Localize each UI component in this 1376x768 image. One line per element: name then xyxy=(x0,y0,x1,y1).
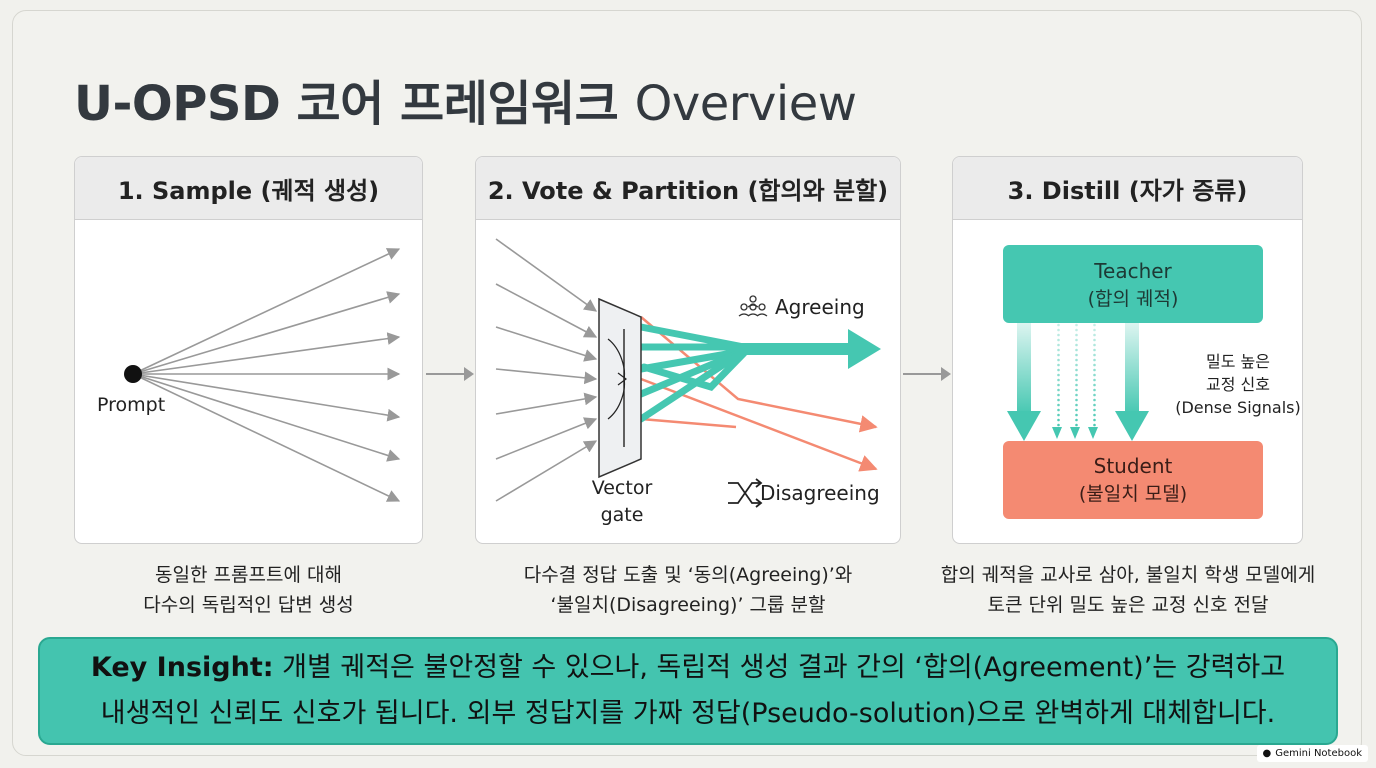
distill-diagram: Teacher (합의 궤적) Student (불일치 모델) 밀도 높은 교… xyxy=(1003,245,1301,519)
trajectory-arrow xyxy=(132,248,401,375)
disagree-path-3 xyxy=(640,417,737,429)
prompt-node xyxy=(124,365,142,383)
connector-arrow-2 xyxy=(903,367,951,381)
watermark-text: Gemini Notebook xyxy=(1275,748,1362,759)
vote-panel: 2. Vote & Partition (합의와 분할) xyxy=(475,156,901,544)
insight-line1: Key Insight: 개별 궤적은 불안정할 수 있으나, 독립적 생성 결… xyxy=(40,645,1336,691)
vote-desc-line2: ‘불일치(Disagreeing)’ 그룹 분할 xyxy=(550,594,826,616)
prompt-label: Prompt xyxy=(97,394,165,416)
incoming-trajectory xyxy=(495,440,598,502)
gate-label-line1: Vector xyxy=(592,477,653,499)
incoming-trajectory xyxy=(495,392,598,415)
student-label-line2: (불일치 모델) xyxy=(1079,483,1187,505)
disagreeing-label: Disagreeing xyxy=(760,481,880,505)
distill-heading: 3. Distill (자가 증류) xyxy=(953,157,1302,220)
student-box xyxy=(1003,441,1263,519)
distill-desc-line2: 토큰 단위 밀도 높은 교정 신호 전달 xyxy=(987,594,1269,616)
signal-arrows xyxy=(1007,319,1149,441)
vector-gate xyxy=(598,297,642,479)
teacher-label-line2: (합의 궤적) xyxy=(1088,288,1179,310)
insight-line2: 내생적인 신뢰도 신호가 됩니다. 외부 정답지를 가짜 정답(Pseudo-s… xyxy=(100,698,1276,729)
sample-fanout-diagram: Prompt xyxy=(97,248,401,502)
vote-desc-line1: 다수결 정답 도출 및 ‘동의(Agreeing)’와 xyxy=(523,564,853,586)
agree-path-6 xyxy=(640,349,748,391)
incoming-trajectory xyxy=(495,417,598,460)
incoming-trajectory xyxy=(495,238,598,312)
signal-label-line2: 교정 신호 xyxy=(1206,375,1270,394)
agree-arrow xyxy=(736,329,881,369)
sample-heading: 1. Sample (궤적 생성) xyxy=(75,157,422,220)
shuffle-icon xyxy=(728,478,763,508)
people-group-icon xyxy=(738,295,768,317)
sample-description: 동일한 프롬프트에 대해 다수의 독립적인 답변 생성 xyxy=(74,560,423,620)
agree-path-3 xyxy=(637,347,748,373)
trajectory-arrow xyxy=(132,291,401,375)
trajectory-arrow xyxy=(132,373,401,462)
vote-partition-diagram: Agreeing Disagreeing Vector gate xyxy=(495,238,881,526)
vote-description: 다수결 정답 도출 및 ‘동의(Agreeing)’와 ‘불일치(Disagre… xyxy=(475,560,901,620)
gate-label-line2: gate xyxy=(601,504,644,526)
incoming-trajectory xyxy=(495,326,598,362)
sample-panel: 1. Sample (궤적 생성) Prompt xyxy=(74,156,423,544)
distill-panel: 3. Distill (자가 증류) Teacher (합의 궤적) Stude… xyxy=(952,156,1303,544)
distill-desc-line1: 합의 궤적을 교사로 삼아, 불일치 학생 모델에게 xyxy=(940,564,1316,586)
notebook-icon: ● xyxy=(1262,748,1272,759)
watermark: ● Gemini Notebook xyxy=(1256,745,1368,762)
trajectory-arrow xyxy=(132,373,401,502)
agreeing-label: Agreeing xyxy=(775,295,865,319)
title-main: U-OPSD 코어 프레임워크 xyxy=(74,76,619,132)
signal-label-line1: 밀도 높은 xyxy=(1206,352,1270,371)
insight-line1-text: 개별 궤적은 불안정할 수 있으나, 독립적 생성 결과 간의 ‘합의(Agre… xyxy=(273,652,1286,683)
student-label-line1: Student xyxy=(1094,454,1173,478)
insight-label: Key Insight: xyxy=(90,652,274,683)
sample-desc-line1: 동일한 프롬프트에 대해 xyxy=(155,564,342,586)
title-suffix: Overview xyxy=(634,76,857,132)
trajectory-arrow xyxy=(132,332,401,375)
key-insight-banner: Key Insight: 개별 궤적은 불안정할 수 있으나, 독립적 생성 결… xyxy=(38,637,1338,745)
slide-title: U-OPSD 코어 프레임워크 Overview xyxy=(74,64,857,134)
trajectory-arrow xyxy=(132,373,401,422)
sample-desc-line2: 다수의 독립적인 답변 생성 xyxy=(143,594,354,616)
teacher-box xyxy=(1003,245,1263,323)
connector-arrow-1 xyxy=(426,367,474,381)
teacher-label-line1: Teacher xyxy=(1093,259,1172,283)
incoming-trajectory xyxy=(495,368,598,385)
distill-description: 합의 궤적을 교사로 삼아, 불일치 학생 모델에게 토큰 단위 밀도 높은 교… xyxy=(910,560,1346,620)
vote-heading: 2. Vote & Partition (합의와 분할) xyxy=(476,157,900,220)
incoming-trajectory xyxy=(495,283,598,338)
signal-label-line3: (Dense Signals) xyxy=(1175,398,1301,417)
